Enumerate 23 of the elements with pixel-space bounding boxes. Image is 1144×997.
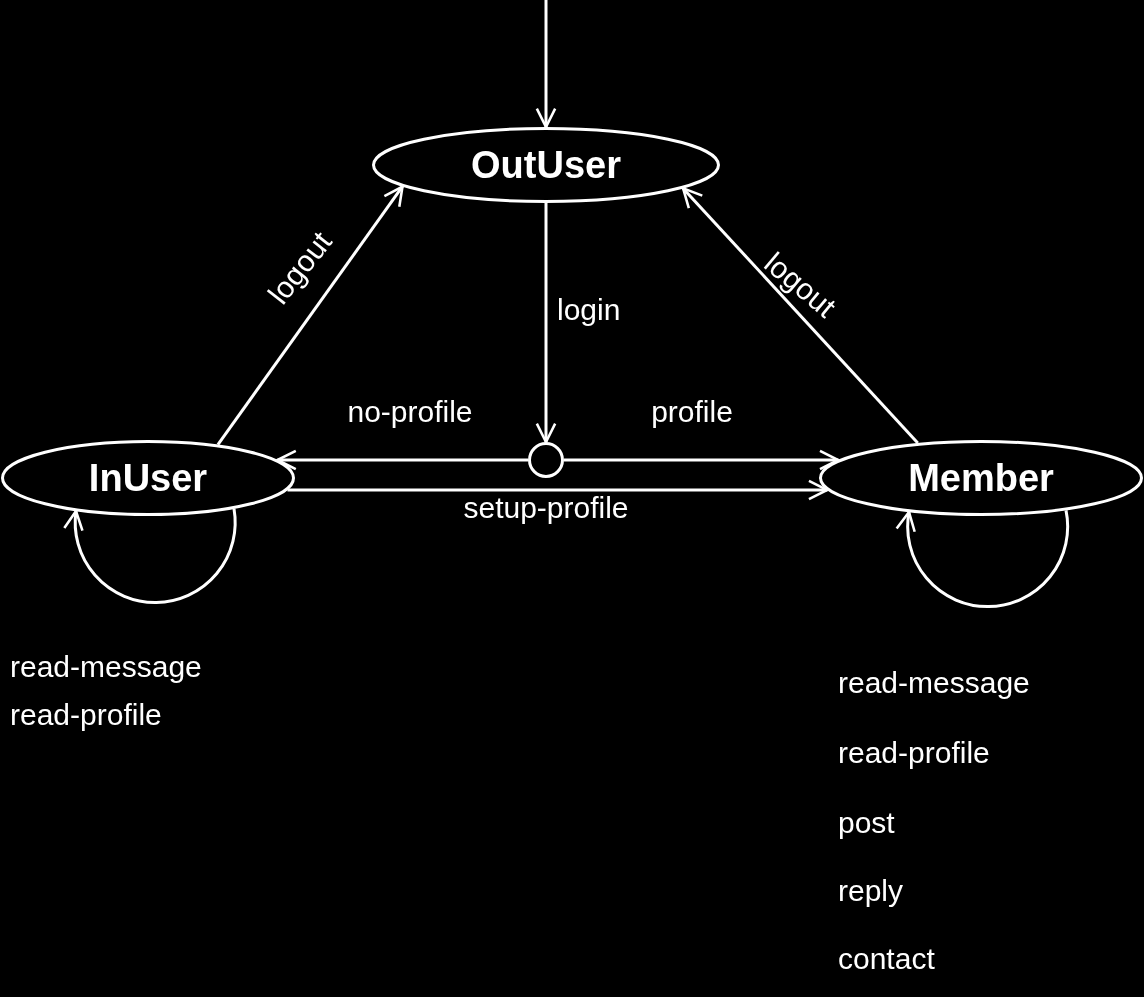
action-label: reply <box>838 876 904 906</box>
state-name: Member <box>908 456 1054 500</box>
transition-arrow <box>287 479 829 501</box>
edge-label: login <box>557 295 621 325</box>
action-label: read-message <box>838 668 1030 698</box>
transition-arrow <box>535 203 557 444</box>
state-name: InUser <box>88 456 208 500</box>
transition-arrow <box>276 449 528 471</box>
transition-arrow <box>535 0 557 129</box>
action-label: read-profile <box>838 738 990 768</box>
transition-arrow <box>64 508 237 604</box>
edge-label: no-profile <box>347 397 473 427</box>
action-label: contact <box>838 944 935 974</box>
transition-arrow <box>896 510 1070 608</box>
state-name: OutUser <box>471 143 621 187</box>
transition-arrow <box>681 187 919 445</box>
edge-label: setup-profile <box>463 493 629 523</box>
edge-label: profile <box>651 397 733 427</box>
action-label: post <box>838 808 895 838</box>
transition-arrow <box>216 185 404 446</box>
action-label: read-message <box>10 652 202 682</box>
transition-arrow <box>564 449 840 471</box>
action-label: read-profile <box>10 700 162 730</box>
